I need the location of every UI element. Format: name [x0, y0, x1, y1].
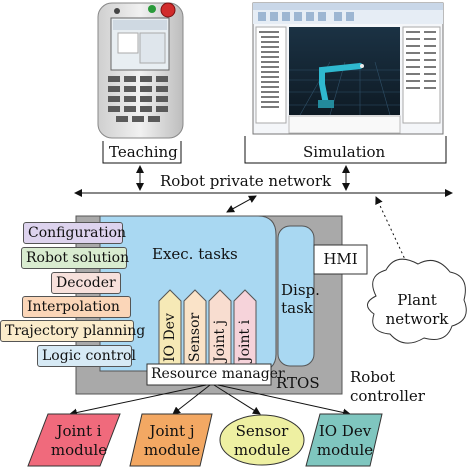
task-decoder: Decoder [51, 272, 121, 294]
disp-task-line2: task [281, 299, 313, 317]
arrow-task-sensor: Sensor [187, 312, 203, 362]
io-dev-module-shape [305, 413, 383, 467]
joint-j-module-label: Joint j module [137, 422, 207, 460]
resource-manager-box [146, 363, 272, 386]
task-configuration: Configuration [23, 222, 126, 244]
disp-task-line1: Disp. [281, 281, 320, 299]
exec-tasks-label: Exec. tasks [152, 245, 238, 263]
task-trajectory-planning: Trajectory planning [0, 320, 145, 342]
robot-private-network-label: Robot private network [160, 172, 332, 190]
plant-network-line1: Plant [397, 291, 437, 309]
joint-i-module-shape [27, 413, 121, 467]
joint-j-module-line2: module [143, 441, 201, 459]
joint-i-module-line2: module [50, 441, 108, 459]
simulation-label: Simulation [303, 143, 386, 161]
sensor-module-line2: module [233, 441, 291, 459]
joint-j-module-line1: Joint j [149, 422, 195, 440]
teach-pendant-image [97, 2, 184, 139]
sensor-module-line1: Sensor [235, 422, 289, 440]
disp-task-label: Disp. task [281, 281, 320, 317]
disp-task-box [277, 225, 315, 367]
robot-controller-line1: Robot [350, 368, 395, 386]
joint-i-module-line1: Joint i [56, 422, 102, 440]
hmi-label: HMI [323, 250, 358, 268]
hmi-box [313, 244, 368, 275]
joint-i-module-label: Joint i module [44, 422, 114, 460]
task-interpolation: Interpolation [22, 296, 131, 318]
arrow-task-joint-i: Joint i [237, 319, 253, 362]
plant-network-label: Plant network [382, 291, 452, 329]
robot-controller-line2: controller [350, 387, 425, 405]
arrow-task-shapes [158, 289, 257, 366]
task-logic-control: Logic control [37, 345, 136, 367]
sensor-module-label: Sensor module [227, 422, 297, 460]
plant-network-line2: network [385, 310, 449, 328]
resource-manager-label: Resource manager [151, 366, 285, 382]
rtos-label: RTOS [276, 374, 320, 392]
joint-j-module-shape [129, 413, 213, 467]
arrow-task-io-dev: IO Dev [162, 313, 178, 362]
arrow-task-joint-j: Joint j [212, 320, 228, 362]
plant-network-cloud [367, 258, 467, 344]
robot-controller-label: Robot controller [350, 368, 425, 406]
io-dev-module-line2: module [316, 441, 374, 459]
sensor-module-shape [219, 414, 305, 466]
simulation-screenshot-image [252, 2, 444, 135]
io-dev-module-label: IO Dev module [310, 422, 380, 460]
teaching-label: Teaching [109, 143, 178, 161]
task-robot-solution: Robot solution [21, 247, 129, 269]
io-dev-module-line1: IO Dev [318, 422, 372, 440]
